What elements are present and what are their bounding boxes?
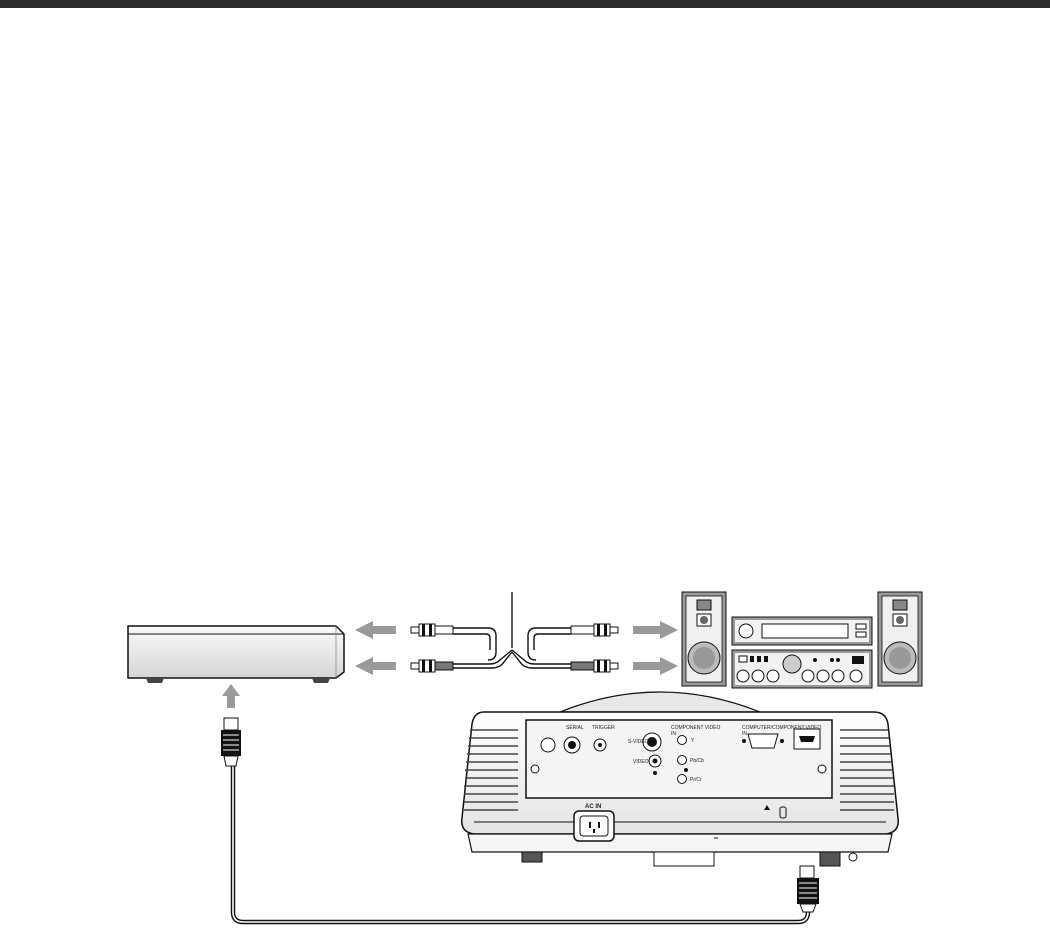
rca-plug-left-bottom [410,659,454,673]
pb-port-label: Pb/Cb [690,758,704,764]
hdmi-cable [230,766,811,925]
pr-port-label: Pr/Cr [690,777,702,783]
audio-in-arrow-bottom [633,657,678,675]
svideo-port-label: S-VIDEO [628,739,649,745]
rca-plug-left-top [410,623,454,637]
audio-cable [453,592,571,669]
video-port-label: VIDEO [633,759,649,765]
rca-plug-right-top [570,623,619,637]
ac-in-label: AC IN [585,804,601,810]
hdmi-up-arrow-source [222,684,240,708]
computer-in-label: IN [742,731,747,737]
audio-out-arrow-top [355,621,396,639]
y-port-label: Y [691,738,695,744]
component-in-label: IN [671,731,676,737]
rca-plug-right-bottom [570,659,619,673]
amplifier-icon [731,616,873,689]
trigger-port-label: TRIGGER [592,725,615,731]
speaker-right-icon [877,591,923,687]
audio-out-arrow-bottom [355,657,396,675]
audio-in-arrow-top [633,621,678,639]
projector-icon: SERIAL TRIGGER COMPONENT VIDEO IN S-VIDE… [461,691,899,867]
computer-video-label: COMPUTER/COMPONENT VIDEO [742,725,821,731]
hdmi-plug-icon-projector [797,865,819,913]
speaker-left-icon [681,591,727,687]
source-device-icon [127,625,345,683]
component-video-label: COMPONENT VIDEO [671,725,720,731]
hdmi-plug-icon-source [221,717,241,767]
header-bar [0,0,1050,8]
serial-port-label: SERIAL [566,725,584,731]
